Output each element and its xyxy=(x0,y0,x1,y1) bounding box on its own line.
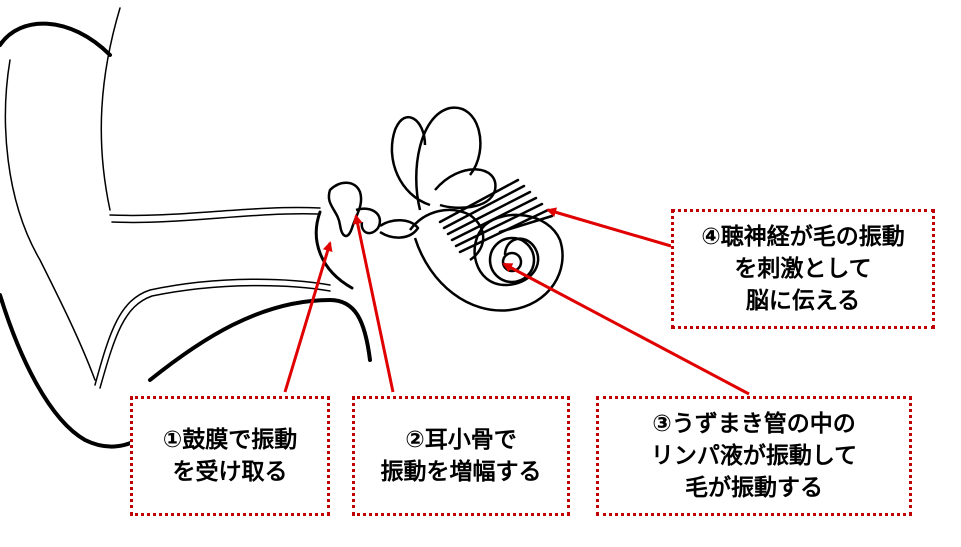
ear-canal-upper-wall xyxy=(109,206,321,217)
callout-cochlea-line-2: リンパ液が振動して xyxy=(650,443,858,469)
semicircular-canal-lateral xyxy=(434,168,497,210)
arrow-auditory-nerve xyxy=(546,207,672,248)
cochlea xyxy=(413,213,564,312)
malleus xyxy=(327,181,363,238)
arrow-cochlea xyxy=(502,262,750,396)
ear-canal-upper-wall-inner xyxy=(111,213,319,224)
helix-ridge xyxy=(100,7,121,211)
callout-auditory-nerve-line-3: 脳に伝える xyxy=(745,288,861,314)
ear-canal-lower-wall-inner xyxy=(99,284,331,389)
annotation-arrows xyxy=(283,207,750,396)
cochlea-outer xyxy=(413,213,564,312)
ossicles xyxy=(327,181,420,239)
callout-cochlea: ③うずまき管の中の リンパ液が振動して 毛が振動する xyxy=(596,396,912,516)
ear-canal xyxy=(94,206,372,389)
arrow-eardrum xyxy=(283,241,333,393)
stapes xyxy=(379,219,420,239)
auditory-nerve xyxy=(438,178,554,254)
cochlea-inner-turn xyxy=(488,236,536,284)
jaw-outline xyxy=(148,297,372,382)
callout-ossicles-line-1: ②耳小骨で xyxy=(405,427,517,453)
callout-auditory-nerve-line-2: を刺激として xyxy=(734,256,872,282)
callout-ossicles-line-2: 振動を増幅する xyxy=(380,459,542,485)
callout-eardrum: ①鼓膜で振動 を受け取る xyxy=(130,396,330,516)
eardrum xyxy=(314,210,354,290)
callout-eardrum-line-1: ①鼓膜で振動 xyxy=(162,427,298,453)
callout-auditory-nerve: ④聴神経が毛の振動 を刺激として 脳に伝える xyxy=(671,209,935,329)
semicircular-canal-superior xyxy=(415,106,482,211)
callout-cochlea-line-3: 毛が振動する xyxy=(685,475,823,501)
semicircular-canal-posterior xyxy=(390,115,431,207)
antihelix-ridge xyxy=(4,59,96,381)
callout-cochlea-line-1: ③うずまき管の中の xyxy=(652,411,856,437)
auricle-outline xyxy=(0,21,112,57)
arrow-ossicles xyxy=(352,214,395,393)
ear-lobe-outline xyxy=(0,293,142,449)
ear-canal-lower-wall xyxy=(94,278,331,386)
outer-ear xyxy=(0,7,142,449)
incus xyxy=(355,207,382,235)
callout-auditory-nerve-line-1: ④聴神経が毛の振動 xyxy=(701,224,905,250)
callout-eardrum-line-2: を受け取る xyxy=(172,459,288,485)
callout-ossicles: ②耳小骨で 振動を増幅する xyxy=(352,396,570,516)
